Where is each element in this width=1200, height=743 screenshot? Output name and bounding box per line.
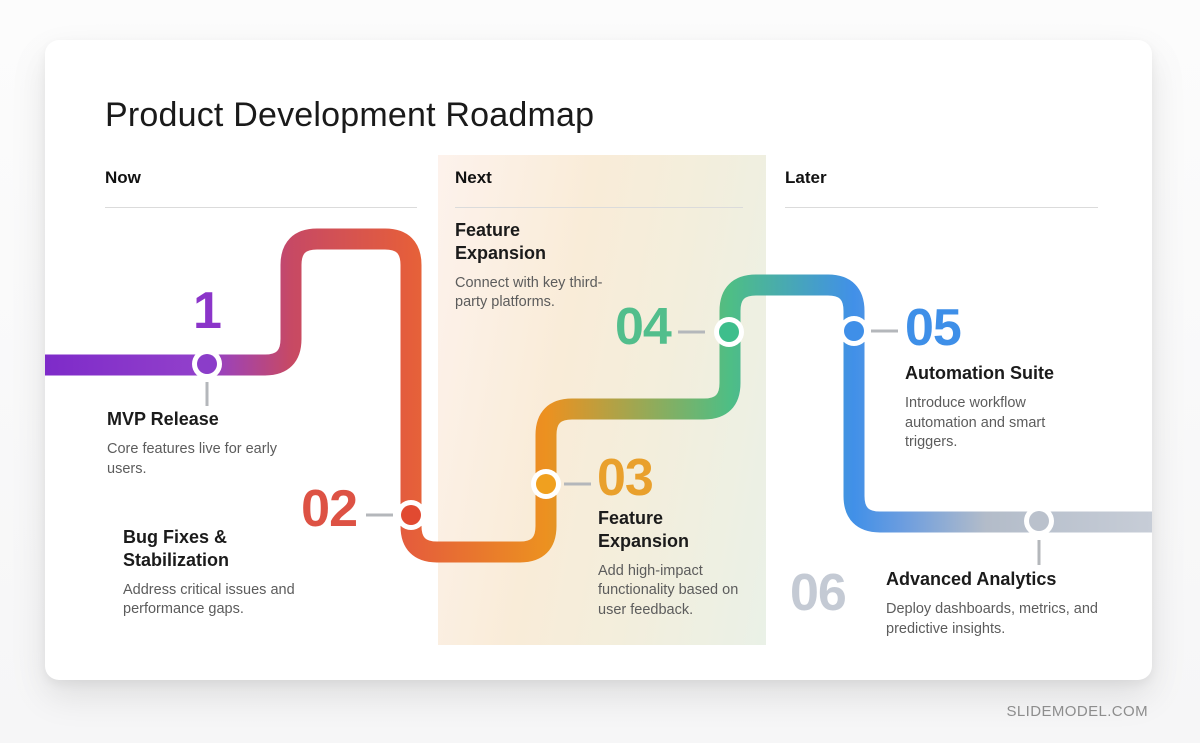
milestone-description-3: Add high-impact functionality based on u… xyxy=(598,562,739,619)
milestone-text-1: MVP Release Core features live for early… xyxy=(107,408,309,479)
milestone-number-1: 1 xyxy=(193,282,222,340)
milestone-title-5: Automation Suite xyxy=(905,363,1054,383)
column-divider-now xyxy=(105,207,417,208)
milestone-title-3: Feature Expansion xyxy=(598,508,690,551)
column-header-now: Now xyxy=(105,168,141,187)
column-header-later: Later xyxy=(785,168,827,187)
milestone-dot-6 xyxy=(1024,506,1054,536)
milestone-number-2: 02 xyxy=(301,480,358,538)
milestone-text-6: Advanced Analytics Deploy dashboards, me… xyxy=(886,568,1118,639)
milestone-dot-5 xyxy=(839,316,869,346)
milestone-description-5: Introduce workflow automation and smart … xyxy=(905,394,1046,451)
column-header-next: Next xyxy=(455,168,492,187)
milestone-title-4: Feature Expansion xyxy=(455,220,547,263)
milestone-text-4: Feature Expansion Connect with key third… xyxy=(455,219,633,313)
column-divider-next xyxy=(455,207,743,208)
milestone-description-1: Core features live for early users. xyxy=(107,440,278,477)
milestone-number-5: 05 xyxy=(905,299,962,357)
milestone-title-2: Bug Fixes & Stabilization xyxy=(123,527,230,570)
milestone-number-6: 06 xyxy=(790,564,847,622)
milestone-dot-2 xyxy=(396,500,426,530)
milestone-description-2: Address critical issues and performance … xyxy=(123,581,295,618)
milestone-title-6: Advanced Analytics xyxy=(886,569,1057,589)
milestone-text-2: Bug Fixes & Stabilization Address critic… xyxy=(123,526,325,620)
milestone-number-4: 04 xyxy=(615,298,672,356)
column-divider-later xyxy=(785,207,1098,208)
milestone-description-6: Deploy dashboards, metrics, and predicti… xyxy=(886,600,1098,637)
milestone-title-1: MVP Release xyxy=(107,409,219,429)
milestone-text-5: Automation Suite Introduce workflow auto… xyxy=(905,362,1093,453)
milestone-description-4: Connect with key third-party platforms. xyxy=(455,274,603,311)
page-title: Product Development Roadmap xyxy=(105,96,595,134)
milestone-number-3: 03 xyxy=(597,449,654,507)
watermark-text: SLIDEMODEL.COM xyxy=(1006,703,1148,720)
milestone-text-3: Feature Expansion Add high-impact functi… xyxy=(598,507,756,621)
milestone-dot-1 xyxy=(192,349,222,379)
slide-card: Product Development Roadmap Now Next Lat… xyxy=(45,40,1152,680)
